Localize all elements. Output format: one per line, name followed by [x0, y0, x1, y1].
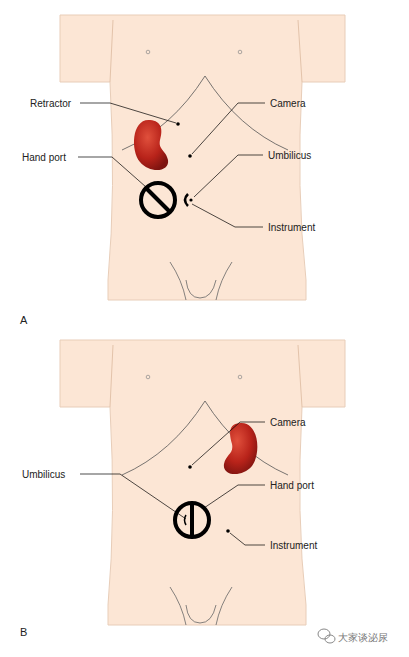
panel-letter: B [20, 626, 27, 638]
torso [60, 15, 345, 300]
part-label: Hand port [270, 480, 314, 491]
hand-port [141, 183, 175, 217]
part-label: Umbilicus [268, 150, 311, 161]
kidney [224, 423, 257, 474]
kidney [134, 120, 168, 170]
watermark-icon [318, 629, 335, 643]
watermark: 大家谈泌尿 [338, 632, 388, 643]
hand-port [175, 503, 209, 537]
part-label: Camera [270, 98, 306, 109]
part-label: Umbilicus [22, 469, 65, 480]
part-label: Hand port [22, 152, 66, 163]
part-label: Instrument [268, 222, 315, 233]
part-label: Instrument [270, 540, 317, 551]
part-label: Camera [270, 417, 306, 428]
torso [60, 340, 345, 625]
panel-letter: A [20, 314, 27, 326]
part-label: Retractor [30, 98, 71, 109]
